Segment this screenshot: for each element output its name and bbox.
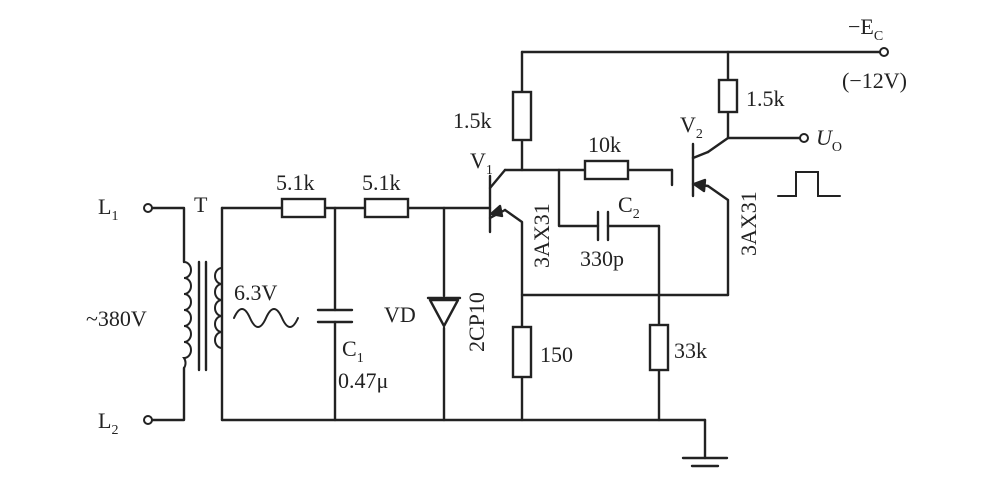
label-r-emitter: 150 — [540, 342, 573, 367]
label-mains: ~380V — [86, 306, 147, 331]
label-v2-part: 3AX31 — [736, 191, 761, 256]
transformer — [182, 260, 223, 372]
pnp-transistor-icon — [691, 142, 710, 198]
resistor-v2-collector — [717, 78, 739, 114]
label-c2: C2 — [618, 192, 640, 222]
label-r1: 5.1k — [276, 170, 315, 195]
resistor-bias — [648, 323, 670, 372]
label-r-coupling: 10k — [588, 132, 621, 157]
label-r-bias: 33k — [674, 338, 707, 363]
resistor-emitter — [511, 325, 533, 379]
label-r-v2-load: 1.5k — [746, 86, 785, 111]
capacitor-c1 — [316, 308, 354, 324]
label-vd: VD — [384, 302, 416, 327]
capacitor-c2 — [596, 210, 610, 242]
diode-icon — [426, 296, 462, 328]
resistor-input-1 — [280, 197, 327, 219]
label-l1: L1 — [98, 194, 118, 224]
label-c2-value: 330p — [580, 246, 624, 271]
wires — [150, 50, 882, 460]
label-ec: −EC — [848, 14, 883, 44]
label-secondary: 6.3V — [234, 280, 278, 305]
terminal-l2 — [143, 415, 153, 425]
resistor-coupling — [583, 159, 630, 181]
label-v2: V2 — [680, 112, 703, 142]
label-uo: UO — [816, 125, 842, 155]
label-vd-part: 2CP10 — [464, 292, 489, 352]
label-c1-value: 0.47μ — [338, 368, 388, 393]
square-pulse-icon — [777, 171, 841, 197]
label-v1-part: 3AX31 — [529, 203, 554, 268]
label-t: T — [194, 192, 208, 217]
ground-icon — [681, 456, 729, 468]
ac-sine-wave-icon — [233, 308, 299, 328]
resistor-v1-collector — [511, 90, 533, 142]
label-l2: L2 — [98, 408, 118, 438]
terminal-l1 — [143, 203, 153, 213]
label-c1: C1 — [342, 336, 364, 366]
terminal-uo — [799, 133, 809, 143]
label-r-v1-load: 1.5k — [453, 108, 492, 133]
label-ec-value: (−12V) — [842, 68, 907, 93]
terminal-ec — [879, 47, 889, 57]
resistor-input-2 — [363, 197, 410, 219]
pnp-transistor-icon — [488, 168, 507, 234]
label-v1: V1 — [470, 148, 493, 178]
label-r2: 5.1k — [362, 170, 401, 195]
